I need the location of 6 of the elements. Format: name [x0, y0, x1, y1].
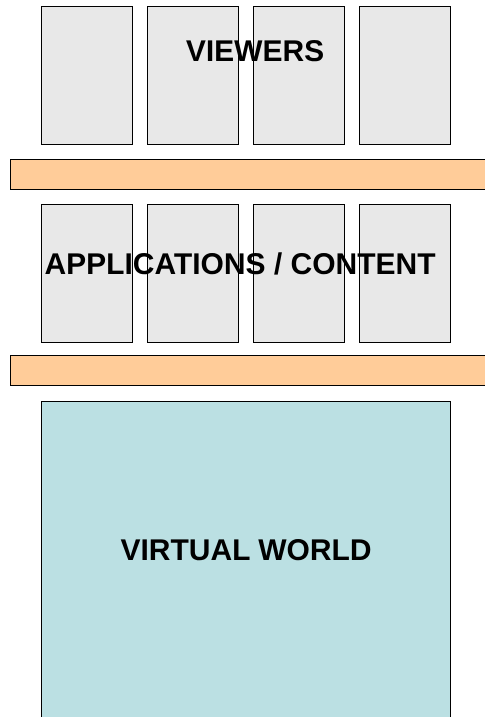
- layer-bar: [10, 159, 485, 190]
- layer-title: VIRTUAL WORLD: [120, 534, 372, 568]
- world-box: [41, 401, 451, 717]
- layer-bar: [10, 355, 485, 386]
- viewer-panel: [41, 6, 133, 145]
- viewer-panel: [359, 6, 451, 145]
